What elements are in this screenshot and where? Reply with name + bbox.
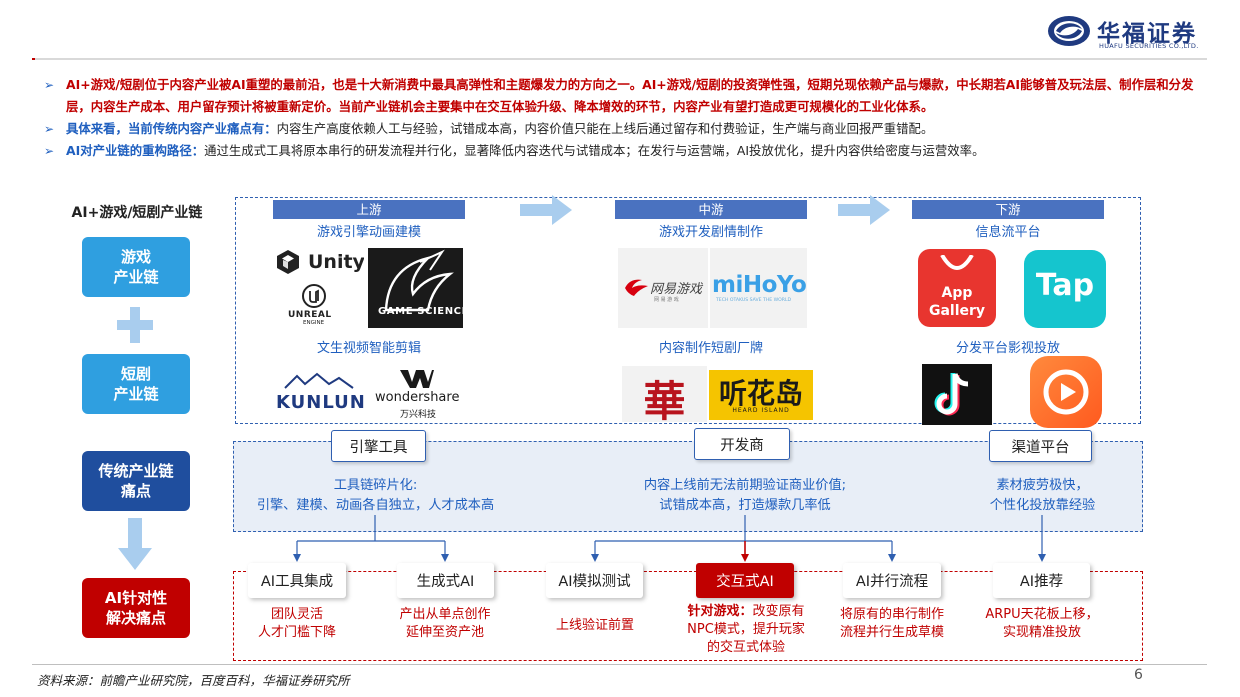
netease-sublabel: 网 易 游 戏 bbox=[654, 297, 679, 303]
app-gallery-label-1: App bbox=[941, 285, 973, 301]
chain-title: AI+游戏/短剧产业链 bbox=[71, 205, 203, 221]
solution-generative-ai: 生成式AI bbox=[397, 563, 494, 598]
douyin-logo bbox=[922, 364, 992, 425]
source-note: 资料来源：前瞻产业研究院，百度百科，华福证券研究所 bbox=[37, 673, 350, 688]
unreal-icon bbox=[302, 284, 326, 308]
wondershare-label: wondershare bbox=[375, 390, 460, 405]
solution-desc-generative-ai: 产出从单点创作 延伸至资产池 bbox=[399, 607, 491, 640]
wondershare-logo: wondershare 万兴科技 bbox=[372, 366, 466, 420]
solution-ai-parallel-process: AI并行流程 bbox=[843, 563, 941, 598]
caption-downstream-drama: 分发平台影视投放 bbox=[955, 341, 1060, 356]
app-gallery-logo: App Gallery bbox=[918, 249, 996, 327]
game-chain-box: 游戏 产业链 bbox=[82, 237, 190, 297]
page-number: 6 bbox=[1134, 667, 1143, 683]
caption-downstream-game: 信息流平台 bbox=[975, 225, 1041, 240]
kuaishou-logo bbox=[1030, 356, 1102, 428]
summary-bullets: AI+游戏/短剧位于内容产业被AI重塑的最前沿，也是十大新消费中最具高弹性和主题… bbox=[44, 74, 1194, 162]
bullet-1: AI+游戏/短剧位于内容产业被AI重塑的最前沿，也是十大新消费中最具高弹性和主题… bbox=[44, 74, 1194, 118]
footer-divider bbox=[32, 664, 1207, 665]
taptap-logo: Tap bbox=[1024, 250, 1106, 328]
pain-channel-text: 素材疲劳极快， 个性化投放靠经验 bbox=[989, 478, 1096, 513]
bullet-3-lead: AI对产业链的重构路径： bbox=[66, 143, 205, 158]
kunlun-logo: KUNLUN bbox=[273, 368, 365, 420]
brand-logo: 华福证券 HUAFU SECURITIES CO.,LTD. bbox=[1047, 12, 1207, 52]
caption-upstream-drama: 文生视频智能剪辑 bbox=[316, 341, 421, 356]
drama-chain-box: 短剧 产业链 bbox=[82, 354, 190, 414]
header-divider bbox=[32, 58, 1207, 60]
flow-arrow-icon bbox=[520, 195, 572, 225]
tag-channel-platform: 渠道平台 bbox=[989, 430, 1092, 462]
pain-developer-text: 内容上线前无法前期验证商业价值; 试错成本高，打造爆款几率低 bbox=[643, 478, 847, 513]
bullet-3: AI对产业链的重构路径：通过生成式工具将原本串行的研发流程并行化，显著降低内容迭… bbox=[44, 140, 1194, 162]
music-note-icon bbox=[934, 373, 969, 416]
flow-arrow-icon bbox=[838, 195, 890, 225]
tag-engine-tools: 引擎工具 bbox=[331, 430, 426, 462]
huace-logo: 華 bbox=[622, 366, 707, 422]
tinghuadao-sublabel: HEARD ISLAND bbox=[732, 407, 790, 414]
ai-solution-box: AI针对性 解决痛点 bbox=[82, 578, 190, 638]
tinghuadao-label: 听花岛 bbox=[718, 377, 803, 410]
stage-midstream: 中游 bbox=[615, 200, 807, 219]
solution-desc-interactive-ai: 针对游戏：改变原有 NPC模式，提升玩家 的交互式体验 bbox=[668, 603, 824, 657]
netease-swirl-icon bbox=[625, 279, 648, 296]
bullet-2-text: 内容生产高度依赖人工与经验，试错成本高，内容价值只能在上线后通过留存和付费验证，… bbox=[276, 121, 934, 136]
solution-desc-parallel-process: 将原有的串行制作 流程并行生成草模 bbox=[839, 607, 944, 640]
unity-icon bbox=[277, 250, 299, 274]
bullet-2-lead: 具体来看，当前传统内容产业痛点有： bbox=[66, 121, 277, 136]
bullet-2: 具体来看，当前传统内容产业痛点有：内容生产高度依赖人工与经验，试错成本高，内容价… bbox=[44, 118, 1194, 140]
tag-developer: 开发商 bbox=[694, 428, 790, 460]
bullet-1-text: AI+游戏/短剧位于内容产业被AI重塑的最前沿，也是十大新消费中最具高弹性和主题… bbox=[66, 77, 1194, 114]
huafu-logo-icon bbox=[1048, 16, 1090, 46]
solution-desc-tool-integration: 团队灵活 人才门槛下降 bbox=[257, 607, 336, 640]
netease-label: 网易游戏 bbox=[650, 282, 703, 297]
unreal-sublabel: ENGINE bbox=[303, 320, 325, 326]
taptap-label: Tap bbox=[1035, 268, 1095, 303]
wondershare-sublabel: 万兴科技 bbox=[400, 410, 437, 420]
play-icon bbox=[1043, 369, 1089, 415]
brand-name: 华福证券 bbox=[1097, 21, 1197, 47]
game-science-logo: GAME SCIENCE bbox=[368, 248, 463, 328]
pain-points-box: 传统产业链 痛点 bbox=[82, 451, 190, 511]
mihoyo-label: miHoYo bbox=[712, 272, 807, 298]
caption-midstream-drama: 内容制作短剧厂牌 bbox=[658, 341, 763, 356]
huace-label: 華 bbox=[643, 377, 686, 422]
solution-desc-simulation-test: 上线验证前置 bbox=[555, 618, 634, 633]
value-chain-frame bbox=[235, 197, 1141, 424]
solution-desc-ai-recommend: ARPU天花板上移， 实现精准投放 bbox=[985, 607, 1099, 640]
netease-games-logo: 网易游戏 网 易 游 戏 bbox=[618, 248, 708, 328]
down-arrow-icon bbox=[118, 518, 152, 570]
stage-downstream: 下游 bbox=[912, 200, 1104, 219]
game-science-emblem-icon bbox=[384, 249, 454, 312]
unreal-label: UNREAL bbox=[288, 310, 332, 320]
wondershare-w-icon bbox=[400, 370, 434, 388]
caption-upstream-game: 游戏引擎动画建模 bbox=[316, 225, 421, 240]
caption-midstream-game: 游戏开发剧情制作 bbox=[658, 225, 763, 240]
tinghuadao-logo: 听花岛 HEARD ISLAND bbox=[709, 370, 813, 420]
app-gallery-label-2: Gallery bbox=[928, 303, 986, 319]
solution-desc-interactive-text: 改变原有 NPC模式，提升玩家 的交互式体验 bbox=[687, 604, 805, 655]
game-science-label: GAME SCIENCE bbox=[378, 306, 463, 317]
solution-ai-tool-integration: AI工具集成 bbox=[248, 563, 346, 598]
mountain-icon bbox=[284, 372, 354, 389]
mihoyo-logo: miHoYo TECH OTAKUS SAVE THE WORLD bbox=[710, 248, 807, 328]
shopping-bag-icon bbox=[940, 255, 974, 270]
solution-ai-recommend: AI推荐 bbox=[993, 563, 1090, 598]
kunlun-label: KUNLUN bbox=[276, 392, 365, 413]
pain-engine-text: 工具链碎片化: 引擎、建模、动画各自独立，人才成本高 bbox=[256, 478, 495, 513]
solution-interactive-ai: 交互式AI bbox=[696, 563, 794, 598]
unity-unreal-logo: Unity UNREAL ENGINE bbox=[272, 246, 364, 328]
brand-name-en: HUAFU SECURITIES CO.,LTD. bbox=[1099, 42, 1199, 50]
stage-upstream: 上游 bbox=[273, 200, 465, 219]
solution-ai-simulation-test: AI模拟测试 bbox=[546, 563, 643, 598]
plus-icon bbox=[117, 307, 153, 343]
bullet-3-text: 通过生成式工具将原本串行的研发流程并行化，显著降低内容迭代与试错成本；在发行与运… bbox=[204, 143, 985, 158]
mihoyo-sublabel: TECH OTAKUS SAVE THE WORLD bbox=[716, 298, 792, 303]
unity-label: Unity bbox=[308, 251, 364, 273]
ai-solutions-frame bbox=[233, 571, 1143, 661]
solution-desc-interactive-lead: 针对游戏： bbox=[687, 604, 753, 619]
